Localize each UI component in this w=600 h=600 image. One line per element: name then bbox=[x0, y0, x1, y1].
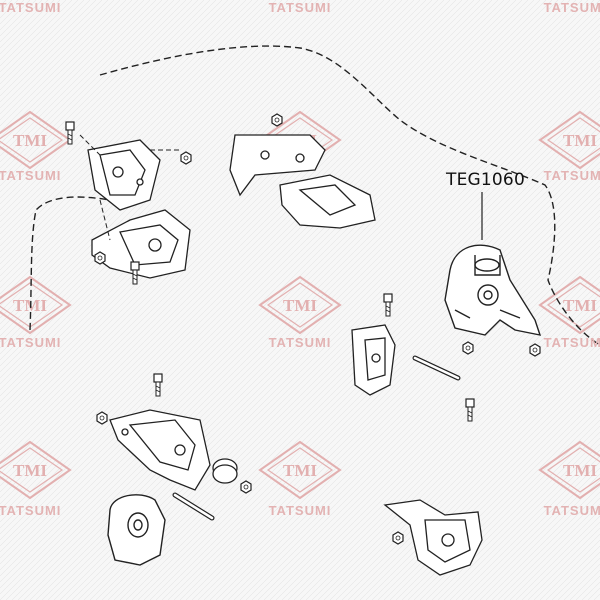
svg-text:TATSUMI: TATSUMI bbox=[544, 168, 600, 183]
nut-icon bbox=[180, 151, 192, 165]
svg-text:TATSUMI: TATSUMI bbox=[0, 503, 61, 518]
nut-icon bbox=[271, 113, 283, 127]
svg-text:TATSUMI: TATSUMI bbox=[269, 335, 332, 350]
nut-icon bbox=[529, 343, 541, 357]
svg-text:TATSUMI: TATSUMI bbox=[0, 0, 61, 15]
svg-text:TATSUMI: TATSUMI bbox=[544, 335, 600, 350]
nut-icon bbox=[94, 251, 106, 265]
lower-right-bracket bbox=[383, 499, 483, 576]
lower-mount bbox=[107, 494, 166, 566]
nut-icon bbox=[462, 341, 474, 355]
nut-icon bbox=[96, 411, 108, 425]
rear-mount-bracket bbox=[109, 409, 211, 491]
upper-mount-bracket bbox=[229, 134, 376, 229]
side-mount-bracket bbox=[351, 324, 396, 396]
watermark-text-row: TATSUMI TATSUMI TATSUMI TATSUMI TATSUMI TAT… bbox=[0, 0, 600, 518]
svg-text:TATSUMI: TATSUMI bbox=[0, 168, 61, 183]
rubber-bushing bbox=[212, 458, 238, 484]
svg-text:TATSUMI: TATSUMI bbox=[269, 503, 332, 518]
svg-text:TATSUMI: TATSUMI bbox=[269, 0, 332, 15]
teg1060-engine-mount bbox=[444, 244, 542, 336]
nut-icon bbox=[240, 480, 252, 494]
svg-text:TATSUMI: TATSUMI bbox=[544, 0, 600, 15]
front-mount-bracket bbox=[87, 139, 191, 279]
svg-text:TATSUMI: TATSUMI bbox=[544, 503, 600, 518]
engine-outline-dashed bbox=[29, 45, 600, 346]
svg-text:TATSUMI: TATSUMI bbox=[0, 335, 61, 350]
part-number-label: TEG1060 bbox=[446, 170, 525, 190]
nut-icon bbox=[392, 531, 404, 545]
